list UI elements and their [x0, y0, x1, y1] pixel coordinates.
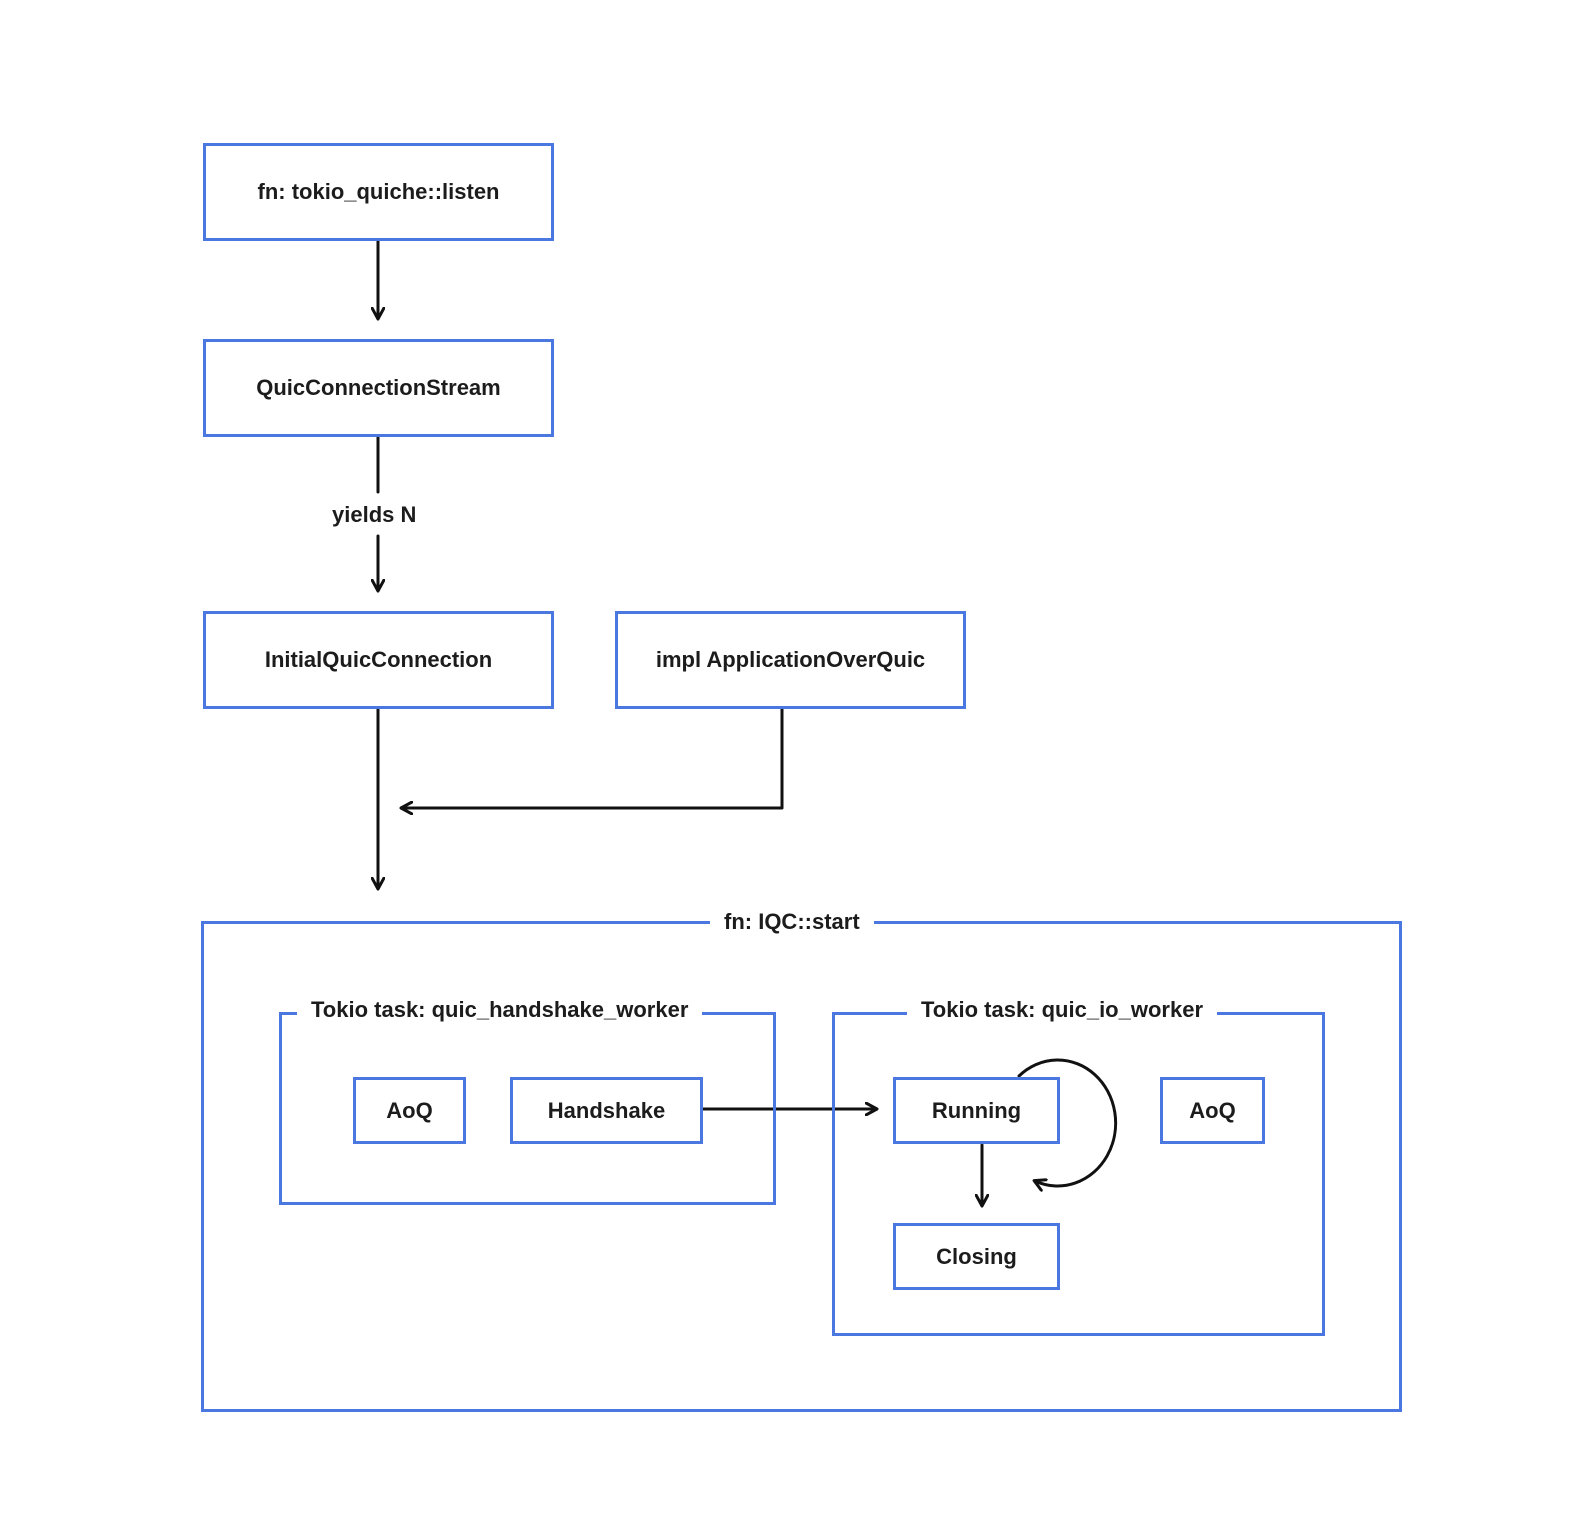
listen-node-label: fn: tokio_quiche::listen: [257, 179, 500, 204]
aoq-handshake-label: AoQ: [386, 1097, 433, 1123]
handshake-worker-title: Tokio task: quic_handshake_worker: [297, 996, 703, 1024]
handshake-label: Handshake: [547, 1097, 666, 1123]
edge-app-to-join: [402, 706, 784, 808]
aoq-io-node: AoQ: [1160, 1077, 1265, 1144]
handshake-node: Handshake: [510, 1077, 703, 1144]
application-over-quic-node: impl ApplicationOverQuic: [615, 611, 966, 709]
iqc-start-title: fn: IQC::start: [710, 908, 874, 936]
application-over-quic-label: impl ApplicationOverQuic: [655, 647, 926, 672]
initial-quic-connection-node: InitialQuicConnection: [203, 611, 554, 709]
initial-quic-connection-label: InitialQuicConnection: [264, 647, 493, 672]
running-node: Running: [893, 1077, 1060, 1144]
closing-node: Closing: [893, 1223, 1060, 1290]
aoq-handshake-node: AoQ: [353, 1077, 466, 1144]
running-label: Running: [931, 1097, 1022, 1123]
quic-connection-stream-node: QuicConnectionStream: [203, 339, 554, 437]
listen-node: fn: tokio_quiche::listen: [203, 143, 554, 241]
yields-n-label: yields N: [328, 499, 421, 531]
aoq-io-label: AoQ: [1189, 1097, 1236, 1123]
io-worker-title: Tokio task: quic_io_worker: [907, 996, 1218, 1024]
closing-label: Closing: [936, 1243, 1017, 1269]
quic-connection-stream-label: QuicConnectionStream: [256, 375, 501, 400]
